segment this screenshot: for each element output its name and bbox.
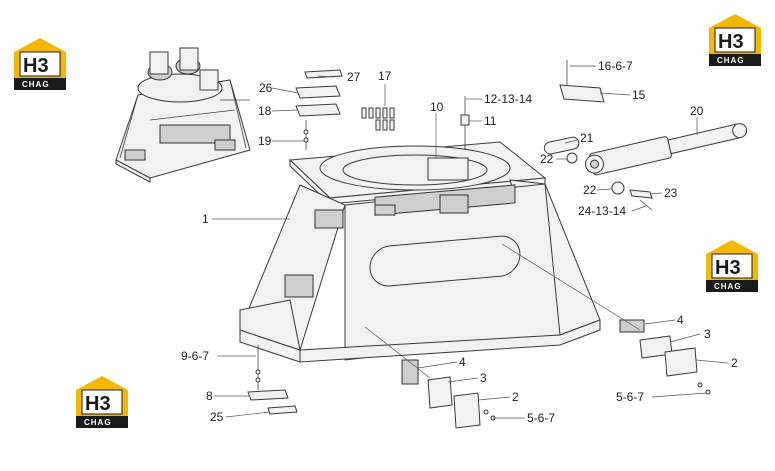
callout-2: 2 [731,356,738,370]
callout-17: 17 [378,69,392,83]
loose-parts [247,60,748,429]
svg-text:H3: H3 [85,393,111,415]
brand-logo-top-right: H3 CHAG [709,14,761,66]
callout-4: 4 [459,355,466,369]
callout-15: 15 [632,88,646,102]
callout-labels: 1 2 2 3 3 4 4 5-6-7 5-6-7 8 9-6-7 10 11 … [181,59,738,425]
svg-text:CHAG: CHAG [714,282,742,291]
callout-21: 21 [580,131,594,145]
svg-text:CHAG: CHAG [717,56,745,65]
callout-18: 18 [258,104,272,118]
callout-1: 1 [202,212,209,226]
brand-logo-bottom-left: H3 CHAG [76,376,128,428]
assembly-thumbnail [115,47,251,183]
svg-text:CHAG: CHAG [22,80,50,89]
callout-9-6-7: 9-6-7 [181,349,209,363]
svg-text:H3: H3 [718,31,744,53]
callout-2: 2 [512,390,519,404]
svg-text:H3: H3 [715,257,741,279]
callout-22: 22 [583,183,597,197]
brand-logo-middle-right: H3 CHAG [706,240,758,292]
callout-19: 19 [258,134,272,148]
callout-3: 3 [704,327,711,341]
callout-20: 20 [690,104,704,118]
main-frame [239,141,601,363]
svg-text:H3: H3 [23,55,49,77]
callout-16-6-7: 16-6-7 [598,59,633,73]
callout-26: 26 [259,81,273,95]
callout-27: 27 [347,70,361,84]
callout-12-13-14: 12-13-14 [484,92,532,106]
callout-25: 25 [210,410,224,424]
callout-22: 22 [540,152,554,166]
callout-24-13-14: 24-13-14 [578,204,626,218]
callout-11: 11 [484,114,497,128]
callout-23: 23 [664,186,678,200]
leader-lines [212,65,729,419]
callout-3: 3 [480,371,487,385]
callout-5-6-7: 5-6-7 [527,411,555,425]
callout-8: 8 [206,389,213,403]
callout-5-6-7: 5-6-7 [616,390,644,404]
svg-text:CHAG: CHAG [84,418,112,427]
brand-logo-top-left: H3 CHAG [14,38,66,90]
callout-4: 4 [677,313,684,327]
callout-10: 10 [430,100,444,114]
